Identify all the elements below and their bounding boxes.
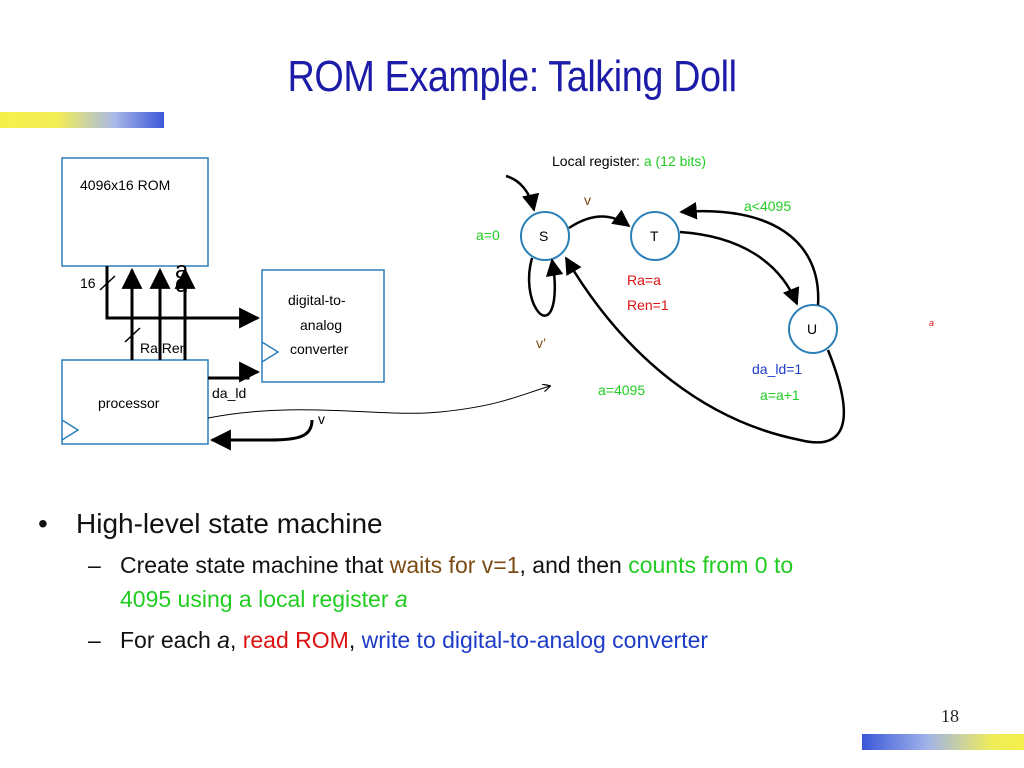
sub-bullet-1-line2: 4095 using a local register a [120,586,408,612]
transition-a-lt-label: a<4095 [744,198,791,214]
page-number: 18 [941,706,959,726]
local-register-label: Local register: a (12 bits) [552,153,706,169]
state-u-label: U [807,321,817,337]
state-t [630,211,680,261]
transition-s-to-t [568,209,631,230]
bus-width-slash [99,275,116,291]
transition-v-label: v [584,192,591,208]
transition-t-to-u [679,230,800,306]
dac-label-line3: converter [290,341,349,357]
initial-transition-arrow [505,174,540,212]
rom-label: 4096x16 ROM [80,177,170,193]
sub-bullet-1: –Create state machine that waits for v=1… [88,548,793,582]
sub-bullet-dash: – [88,552,101,578]
addr-label-d: d [175,271,188,298]
dac-label-line2: analog [300,317,342,333]
stray-a-mark: a [929,318,934,328]
processor-to-fsm-pointer [207,386,550,419]
action-a0-label: a=0 [476,227,500,243]
dac-block [261,269,385,383]
state-u [788,304,838,354]
dac-label-line1: digital-to- [288,292,346,308]
bullet-dot: • [38,508,48,539]
processor-block [61,359,209,445]
action-a-inc-label: a=a+1 [760,387,800,403]
state-t-label: T [650,228,659,244]
v-input-line [209,419,314,451]
action-da-ld-label: da_ld=1 [752,361,802,377]
bullet-main: •High-level state machine [38,508,383,539]
state-s [520,211,570,261]
action-ra-label: Ra=a [627,272,661,288]
state-s-label: S [539,228,548,244]
transition-u-to-s [564,256,845,444]
title-accent-bar [0,112,164,128]
transition-a-eq-label: a=4095 [598,382,645,398]
rom-block [61,157,209,267]
transition-u-to-t [679,202,820,306]
ra-ren-label: Ra Ren [140,340,187,356]
dac-clock-icon [261,341,280,363]
da-ld-label: da_ld [212,385,246,401]
address-bus-slash [124,327,141,343]
processor-label: processor [98,395,160,411]
action-ren-label: Ren=1 [627,297,669,313]
addr-label-a: a [175,257,189,284]
footer-accent-bar [862,734,1024,750]
transition-s-self-loop [527,257,564,317]
v-input-label: v [318,411,325,427]
talking-doll-diagram: 4096x16 ROM digital-to- analog converter… [61,153,934,451]
sub-bullet-2: –For each a, read ROM, write to digital-… [88,623,708,657]
processor-clock-icon [61,419,80,441]
slide-title: ROM Example: Talking Doll [287,52,737,101]
da-ld-line [208,361,261,383]
sub-bullet-dash: – [88,627,101,653]
bus-width-label: 16 [80,275,96,291]
transition-v-not-label: v’ [536,335,546,351]
